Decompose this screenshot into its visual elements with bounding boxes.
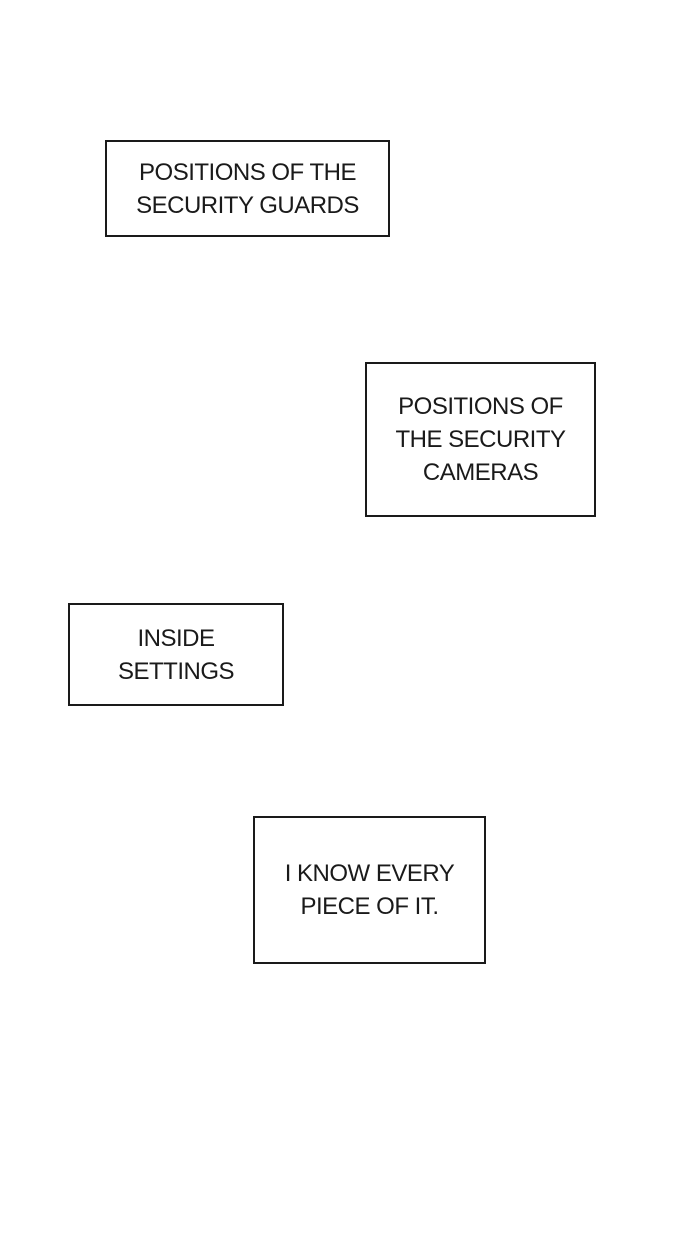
- caption-line: POSITIONS OF THE: [139, 158, 356, 186]
- caption-line: SECURITY GUARDS: [136, 191, 359, 219]
- caption-line: CAMERAS: [422, 459, 539, 486]
- caption-line: SETTINGS: [117, 657, 235, 685]
- caption-line: PIECE OF IT.: [300, 893, 439, 920]
- caption-line: POSITIONS OF: [398, 393, 563, 420]
- caption-line: I KNOW EVERY: [284, 860, 455, 887]
- caption-line: INSIDE: [137, 624, 215, 652]
- caption-text: POSITIONS OF THE SECURITY CAMERAS: [395, 390, 566, 489]
- caption-text: I KNOW EVERY PIECE OF IT.: [285, 857, 455, 923]
- caption-text: INSIDE SETTINGS: [117, 622, 235, 688]
- caption-line: THE SECURITY: [395, 426, 566, 453]
- caption-box-inside-settings: INSIDE SETTINGS: [68, 603, 284, 706]
- caption-box-security-guards: POSITIONS OF THE SECURITY GUARDS: [105, 140, 390, 237]
- caption-box-security-cameras: POSITIONS OF THE SECURITY CAMERAS: [365, 362, 596, 517]
- caption-text: POSITIONS OF THE SECURITY GUARDS: [136, 156, 359, 222]
- caption-box-know-every-piece: I KNOW EVERY PIECE OF IT.: [253, 816, 486, 964]
